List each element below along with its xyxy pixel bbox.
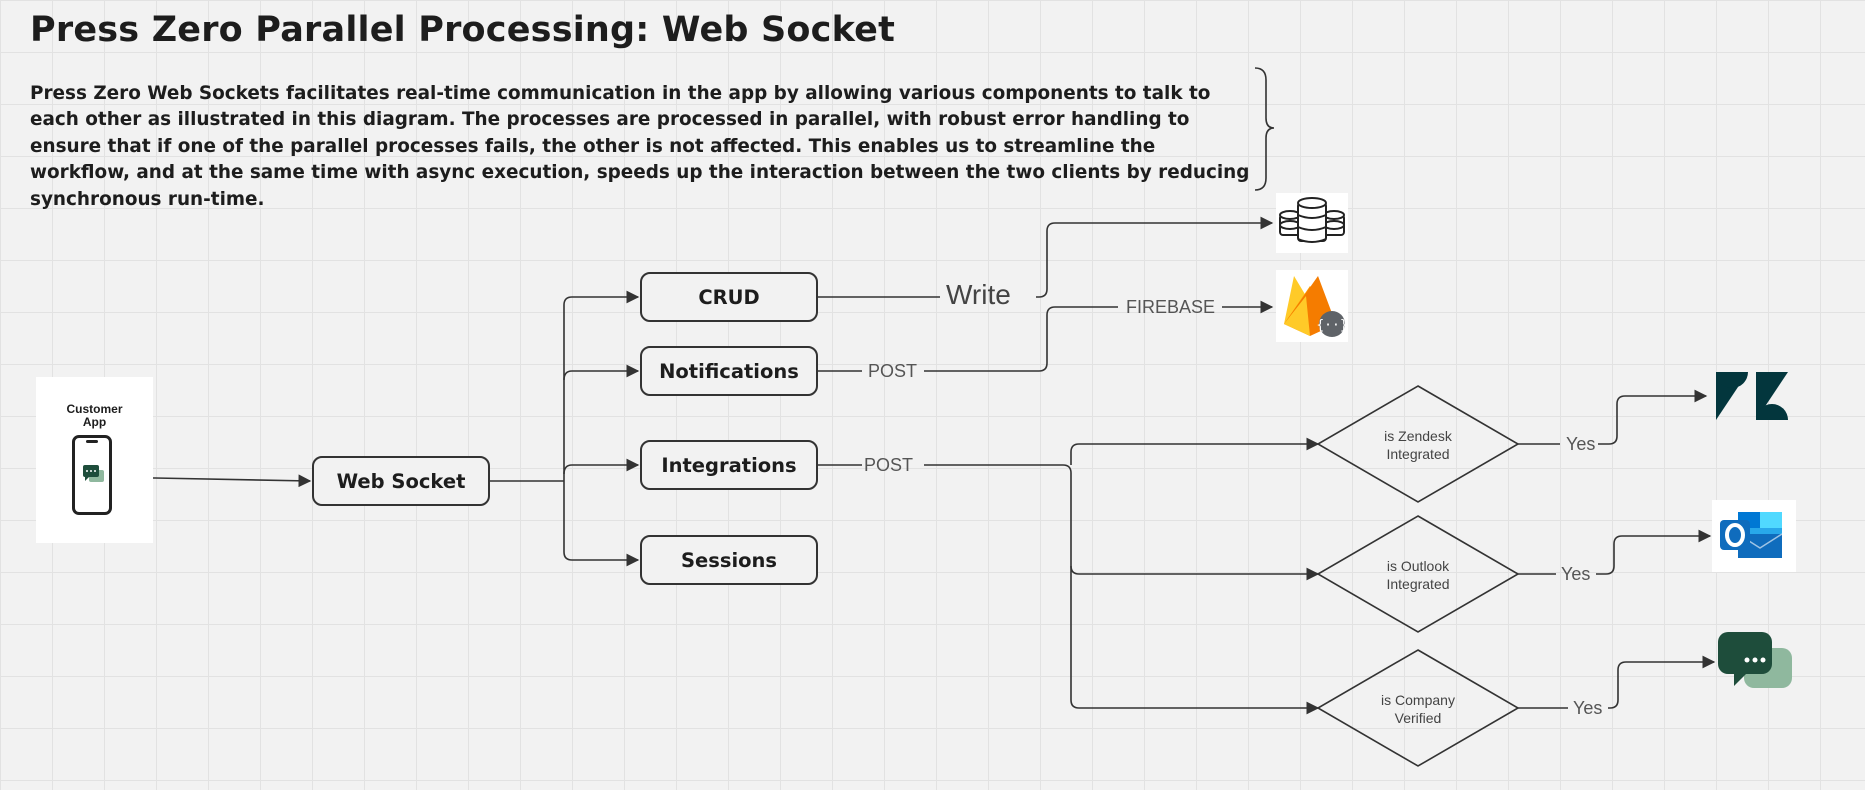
edge-yes-zendesk-icon <box>1598 389 1708 445</box>
edge-integrations-split <box>924 464 1320 715</box>
yes-company-label: Yes <box>1573 698 1603 718</box>
decision-zendesk <box>1316 385 1520 503</box>
decision-company <box>1316 649 1520 767</box>
write-label: Write <box>946 279 1011 310</box>
edge-to-zendesk <box>1070 437 1320 465</box>
customer-app-card: Customer App <box>36 377 153 543</box>
firebase-label: FIREBASE <box>1126 297 1216 317</box>
yes-outlook-label: Yes <box>1561 564 1591 584</box>
decision-outlook <box>1316 515 1520 633</box>
edge-websocket-integrations <box>563 458 640 475</box>
integrations-node[interactable]: Integrations <box>640 440 818 490</box>
outlook-icon <box>1712 500 1796 572</box>
edge-yes-outlook-icon <box>1596 529 1712 575</box>
crud-node[interactable]: CRUD <box>640 272 818 322</box>
zendesk-icon <box>1716 372 1788 420</box>
post-notifications-label: POST <box>868 361 918 381</box>
notifications-node[interactable]: Notifications <box>640 346 818 396</box>
edge-yes-chat-icon <box>1608 655 1716 709</box>
curly-brace <box>1254 67 1275 191</box>
customer-app-label: Customer App <box>66 402 123 429</box>
edge-websocket-sessions <box>563 481 640 567</box>
chat-icon <box>1716 630 1796 694</box>
edge-post-firebase <box>924 306 1118 372</box>
phone-icon <box>72 435 112 515</box>
yes-zendesk-label: Yes <box>1566 434 1596 454</box>
svg-text:{··}: {··} <box>1316 318 1347 333</box>
web-socket-node[interactable]: Web Socket <box>312 456 490 506</box>
edge-write-database <box>1036 216 1274 298</box>
description-text: Press Zero Web Sockets facilitates real-… <box>30 83 1250 210</box>
page-title: Press Zero Parallel Processing: Web Sock… <box>30 10 896 50</box>
firebase-icon: {··} <box>1276 270 1348 342</box>
edge-websocket-crud <box>563 290 640 481</box>
edge-to-outlook <box>1070 565 1320 581</box>
post-integrations-label: POST <box>864 455 914 475</box>
edge-websocket-notifications <box>563 364 640 381</box>
database-icon <box>1276 193 1348 253</box>
sessions-node[interactable]: Sessions <box>640 535 818 585</box>
